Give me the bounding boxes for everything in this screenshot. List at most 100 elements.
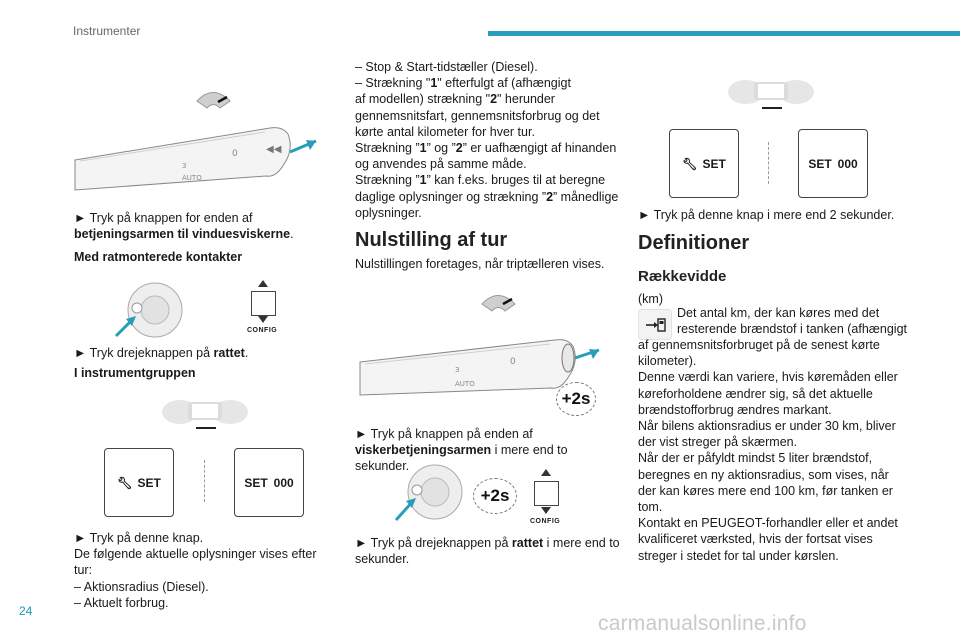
text-line: Det antal km, der kan køres med det <box>677 306 880 320</box>
text-line: Denne værdi kan variere, hvis køremåden … <box>638 370 898 385</box>
text-line: – Aktionsradius (Diesel). <box>74 579 209 594</box>
text-line: kørte antal kilometer for hver tur. <box>355 124 535 139</box>
text-part: ” månedlige <box>553 189 619 204</box>
text-part: Strækning ” <box>355 173 420 188</box>
steering-controls-heading: Med ratmonterede kontakter <box>74 250 243 264</box>
set-hold-instruction: ► Tryk på denne knap i mere end 2 sekund… <box>638 208 895 222</box>
text-line: streger i stedet for tal under kørslen. <box>638 548 839 563</box>
text-line: oplysninger. <box>355 205 422 220</box>
instruction-text: sekunder. <box>355 552 410 567</box>
instruction-text: i mere end to <box>543 536 620 550</box>
header-accent-bar <box>488 31 960 36</box>
text-line: beregnes en ny aktionsradius, som vises,… <box>638 467 889 482</box>
wiper-reset-instruction: ► Tryk på knappen på enden af viskerbetj… <box>355 426 625 475</box>
text-bold: 2 <box>546 189 554 204</box>
arrow-down-icon <box>541 507 551 514</box>
steering-reset-instruction: ► Tryk på drejeknappen på rattet i mere … <box>355 535 625 567</box>
text-part: Strækning ” <box>355 141 420 156</box>
text-part: " efterfulgt af (afhængigt <box>437 76 571 91</box>
text-line: kvalificeret værksted, hvis der fortsat … <box>638 532 873 547</box>
text-line: – Strækning "1" efterfulgt af (afhængigt <box>355 75 625 91</box>
text-line: daglige oplysninger og strækning ”2” mån… <box>355 189 625 205</box>
divider <box>768 142 770 184</box>
text-bold: 2 <box>490 92 498 107</box>
cluster-instruction: ► Tryk på denne knap. De følgende aktuel… <box>74 530 334 611</box>
text-line: der vist streger på skærmen. <box>638 435 798 450</box>
svg-text:AUTO: AUTO <box>182 174 202 182</box>
text-line: De følgende aktuelle oplysninger vises e… <box>74 547 317 578</box>
svg-text:◀◀: ◀◀ <box>266 144 282 155</box>
text-line: brændstofforbrug ændres markant. <box>638 402 832 417</box>
wiper-instruction: ► Tryk på knappen for enden af betjening… <box>74 210 324 242</box>
wrench-icon: 🔧︎ <box>117 475 133 490</box>
text-line: der kan køres mere end 100 km, før tanke… <box>638 483 893 498</box>
range-heading: Rækkevidde <box>638 268 727 285</box>
punctuation: . <box>290 227 294 242</box>
set-label: SET <box>702 156 726 171</box>
instrument-cluster-illustration <box>728 80 814 109</box>
text-part: af modellen) strækning " <box>355 92 491 107</box>
instruction-bold: rattet <box>213 346 245 360</box>
instruction-bold: rattet <box>511 536 544 550</box>
text-line: gennemsnitsfart, gennemsnitsforbrug og d… <box>355 108 600 123</box>
svg-text:3: 3 <box>182 162 186 170</box>
definitions-heading: Definitioner <box>638 232 750 254</box>
instruction-text: ► Tryk drejeknappen på <box>74 346 214 360</box>
range-definition-body: af gennemsnitsforbruget på de senest kør… <box>638 337 928 564</box>
set-label: SET <box>244 475 268 490</box>
divider <box>204 460 206 502</box>
text-line: og anvendes på samme måde. <box>355 157 527 172</box>
text-part: ” og ” <box>426 141 456 156</box>
set-value: 000 <box>273 475 294 490</box>
text-part: – Strækning " <box>355 76 431 91</box>
arrow-up-icon <box>258 280 268 287</box>
text-line: Kontakt en PEUGEOT-forhandler eller et a… <box>638 516 898 531</box>
text-line: af modellen) strækning "2" herunder <box>355 91 625 107</box>
text-bold: 2 <box>455 141 463 156</box>
wiper-stalk-illustration: 3 AUTO 0 ◀◀ <box>74 92 317 191</box>
set-button: 🔧︎ SET <box>104 448 174 517</box>
text-line: – Stop & Start-tidstæller (Diesel). <box>355 60 538 74</box>
config-button <box>251 291 276 316</box>
text-bold: 1 <box>419 141 427 156</box>
hold-2s-badge: +2s <box>556 382 596 416</box>
text-part: " herunder <box>497 92 555 107</box>
svg-text:0: 0 <box>232 149 238 159</box>
page-number: 24 <box>19 604 33 618</box>
text-part: ” kan f.eks. bruges til at beregne <box>426 173 606 188</box>
watermark: carmanualsonline.info <box>598 612 807 635</box>
svg-text:AUTO: AUTO <box>455 380 475 388</box>
instrument-cluster-illustration <box>162 400 248 429</box>
text-line: køreforholdene ændrer sig, så det aktuel… <box>638 386 873 401</box>
text-bold: 1 <box>419 173 427 188</box>
set-label: SET <box>808 156 832 171</box>
steering-wheel-illustration <box>394 464 463 522</box>
text-line: Strækning ”1” og ”2” er uafhængigt af hi… <box>355 140 625 156</box>
punctuation: . <box>244 346 249 360</box>
text-line: ► Tryk på denne knap. <box>74 531 204 545</box>
text-line: Når bilens aktionsradius er under 30 km,… <box>638 419 896 434</box>
reset-text: Nulstillingen foretages, når triptællere… <box>355 257 605 271</box>
config-label: CONFIG <box>247 327 278 334</box>
hold-2s-badge: +2s <box>473 478 517 514</box>
text-part: daglige oplysninger og strækning ” <box>355 189 547 204</box>
text-line: Når der er påfyldt mindst 5 liter brænds… <box>638 451 873 466</box>
instruction-text: ► Tryk på drejeknappen på <box>355 536 512 550</box>
fuel-range-icon <box>638 309 672 340</box>
steering-instruction: ► Tryk drejeknappen på rattet. <box>74 345 248 361</box>
text-line: af gennemsnitsforbruget på de senest kør… <box>638 338 880 352</box>
set-000-display: SET 000 <box>234 448 304 517</box>
config-label: CONFIG <box>530 518 561 525</box>
config-button <box>534 481 559 506</box>
arrow-down-icon <box>258 316 268 323</box>
reset-heading: Nulstilling af tur <box>355 229 508 251</box>
section-title: Instrumenter <box>73 24 141 38</box>
set-button: 🔧︎SET <box>669 129 739 198</box>
text-line: resterende brændstof i tanken (afhængigt <box>677 322 907 337</box>
svg-text:0: 0 <box>510 357 516 367</box>
text-bold: 1 <box>430 76 438 91</box>
text-line: tom. <box>638 500 663 515</box>
instruction-text: ► Tryk på knappen på enden af <box>355 427 533 441</box>
set-label: SET <box>137 475 161 490</box>
text-part: ” er uafhængigt af hinanden <box>462 141 617 156</box>
